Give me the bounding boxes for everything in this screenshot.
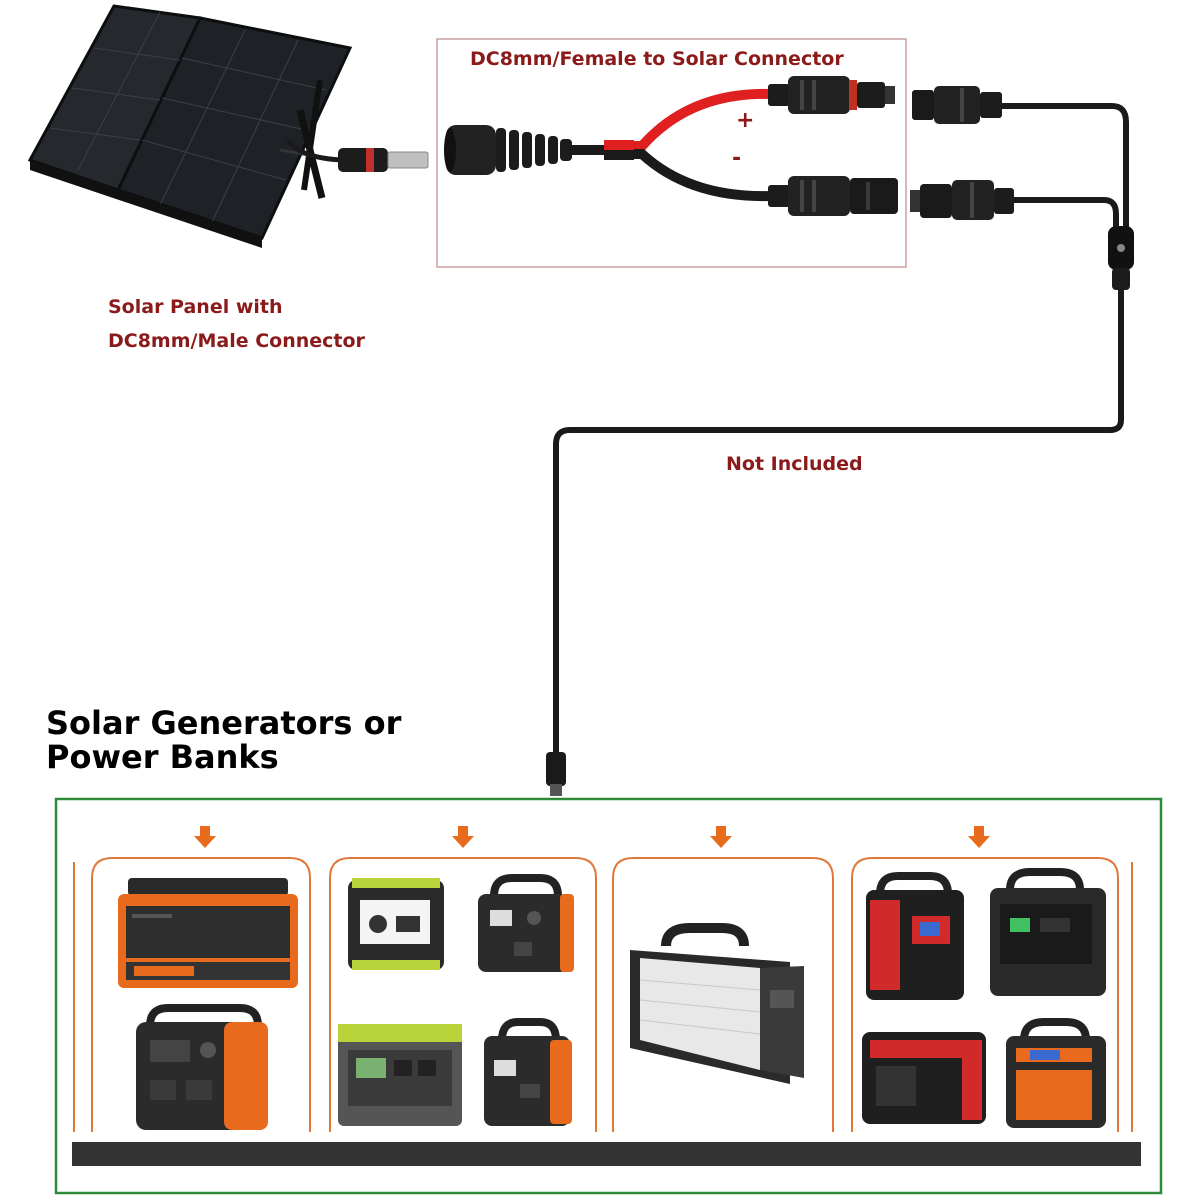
solar-connector-icon <box>912 86 1002 124</box>
solar-connector-icon <box>910 180 1014 220</box>
solar-connector-icon <box>768 76 895 114</box>
panel-caption-line1: Solar Panel with <box>108 296 283 318</box>
panel-caption-line2: DC8mm/Male Connector <box>108 330 365 352</box>
power-station-icon <box>484 1018 572 1126</box>
power-station-icon <box>118 878 298 988</box>
power-station-icon <box>862 1032 986 1124</box>
cable-title: DC8mm/Female to Solar Connector <box>470 48 844 70</box>
power-station-icon <box>990 868 1106 996</box>
generators-box <box>54 797 1163 1195</box>
solar-panel-icon <box>27 4 353 248</box>
not-included-label: Not Included <box>726 453 863 475</box>
product-frame <box>436 38 907 268</box>
power-station-icon <box>866 872 964 1000</box>
power-station-icon <box>348 878 444 970</box>
negative-label: - <box>732 146 742 171</box>
dc-female-socket-icon <box>444 125 572 175</box>
power-station-icon <box>136 1004 268 1130</box>
solar-connector-icon <box>768 176 898 216</box>
power-station-icon <box>1006 1018 1106 1128</box>
down-arrow-icon <box>194 826 990 848</box>
dc-male-plug-icon <box>546 752 566 796</box>
power-station-icon <box>630 923 804 1084</box>
y-branch-cable-icon <box>604 88 771 202</box>
shelf-bar <box>72 1142 1141 1166</box>
dc-male-plug-icon <box>338 148 429 172</box>
y-branch-cable-icon <box>1108 226 1134 290</box>
positive-label: + <box>736 108 755 133</box>
power-station-icon <box>478 874 574 972</box>
power-station-icon <box>338 1024 462 1126</box>
generators-title: Solar Generators or Power Banks <box>46 704 402 776</box>
